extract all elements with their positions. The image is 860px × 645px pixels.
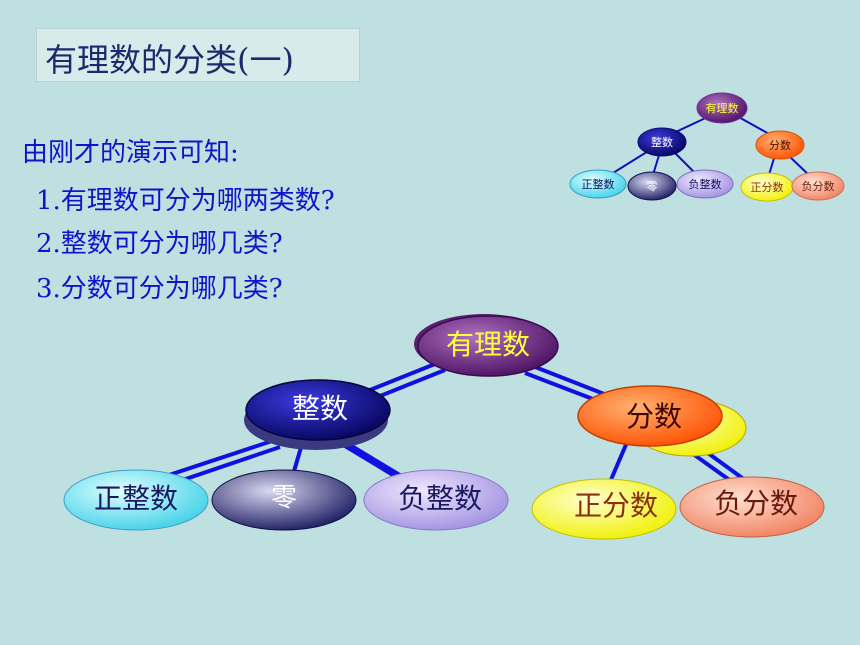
negative-fraction-label: 负分数: [714, 487, 798, 520]
fraction-node: [577, 385, 723, 447]
thumb-integer-node: [637, 127, 687, 157]
negative-integer-node: [363, 469, 509, 531]
thumb-positive-integer-label: 正整数: [582, 177, 615, 191]
thumb-zero-node: [627, 171, 677, 201]
thumbnail-diagram: 有理数 整数 分数 正整数 零 负整数 正分数 负分数: [569, 92, 845, 202]
positive-integer-node: [63, 469, 209, 531]
zero-node: [211, 469, 357, 531]
thumb-negative-integer-node: [676, 169, 734, 199]
fraction-label: 分数: [626, 400, 682, 433]
thumb-positive-integer-node: [569, 169, 627, 199]
integer-label: 整数: [292, 392, 348, 425]
positive-fraction-node: [531, 478, 677, 540]
root-node: [417, 315, 559, 377]
thumb-negative-fraction-node: [791, 171, 845, 201]
question-2: 2.整数可分为哪几类?: [36, 229, 283, 259]
thumb-negative-fraction-label: 负分数: [802, 179, 835, 193]
zero-label: 零: [271, 483, 297, 513]
page-title: 有理数的分类(一): [45, 41, 294, 79]
negative-fraction-node: [679, 476, 825, 538]
thumb-zero-label: 零: [647, 180, 658, 193]
thumb-fraction-node: [755, 130, 805, 160]
question-1: 1.有理数可分为哪两类数?: [36, 186, 335, 216]
title-box: 有理数的分类(一): [36, 28, 360, 82]
positive-fraction-label: 正分数: [574, 489, 658, 522]
thumb-root-node: [696, 92, 748, 124]
intro-text: 由刚才的演示可知:: [22, 138, 239, 168]
thumb-integer-label: 整数: [651, 135, 673, 149]
positive-integer-label: 正整数: [94, 482, 178, 515]
thumb-positive-fraction-label: 正分数: [751, 181, 784, 194]
thumb-negative-integer-label: 负整数: [689, 177, 722, 191]
question-3: 3.分数可分为哪几类?: [36, 274, 283, 304]
negative-integer-label: 负整数: [398, 482, 482, 515]
thumb-root-label: 有理数: [706, 101, 739, 115]
integer-node: [245, 379, 391, 441]
thumb-fraction-label: 分数: [769, 139, 791, 152]
root-label: 有理数: [446, 328, 530, 361]
